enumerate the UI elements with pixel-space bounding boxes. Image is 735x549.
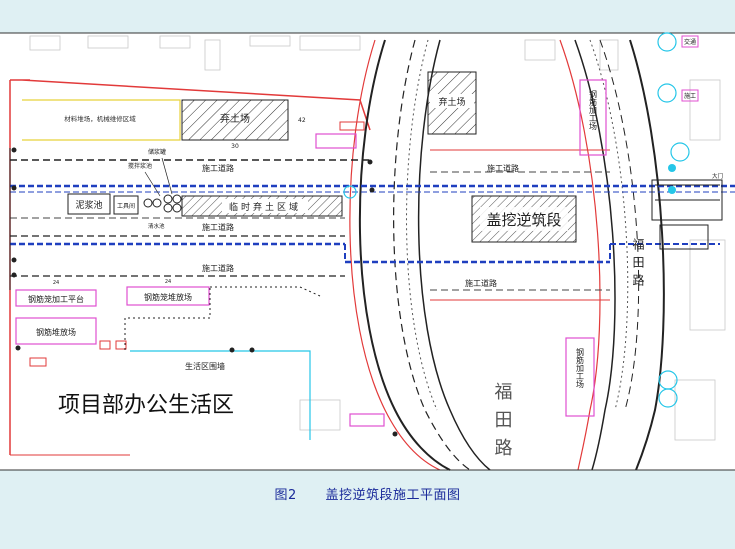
road-label-4: 施工道路: [487, 163, 519, 173]
road-right-label: 福田路: [631, 237, 645, 292]
dimension-30: 30: [231, 143, 239, 150]
road-label-2: 施工道路: [202, 222, 234, 232]
plan-paper: [0, 33, 735, 470]
construction-band: [9, 148, 735, 301]
material-area-outline: [22, 99, 181, 141]
construction-sign-label: 施工: [684, 92, 696, 100]
road-bottom-label: 福田路: [492, 382, 513, 466]
rebar-process-top-label: 钢筋加工场: [589, 89, 598, 131]
dimension-42: 42: [298, 117, 306, 124]
rebar-storage-label: 钢筋堆放场: [36, 327, 76, 337]
rebar-platform-label: 钢筋笼加工平台: [28, 294, 84, 304]
tool-room-label: 工具间: [117, 202, 135, 210]
mud-pool: [67, 193, 111, 215]
tool-room: [113, 195, 139, 215]
pink-areas: [15, 79, 607, 427]
lighting-points: [11, 147, 398, 437]
living-area-fence: [130, 350, 311, 440]
gate-label: 大门: [712, 172, 723, 180]
rebar-cage-yard-label: 钢筋笼堆放场: [144, 292, 192, 302]
temp-spoil-area-label: 临时弃土区域: [229, 201, 301, 213]
cement-silo-label: 储浆罐: [148, 148, 166, 156]
background-buildings: [29, 35, 726, 441]
rebar-process-bottom-label: 钢筋加工场: [576, 347, 585, 389]
water-pool-label: 清水池: [148, 222, 165, 230]
spoil-area-top-label: 弃土场: [220, 112, 250, 125]
traffic-signs: [657, 32, 699, 408]
project-office-label: 项目部办公生活区: [58, 393, 234, 418]
material-area-label: 材料堆场，机械维修区域: [64, 114, 136, 123]
mixing-station-label: 搅拌浆池: [128, 162, 152, 170]
figure-number: 图2: [274, 488, 297, 503]
road-label-5: 施工道路: [465, 278, 497, 288]
mud-pool-label: 泥浆池: [75, 199, 102, 211]
figure-title: 盖挖逆筑段施工平面图: [325, 488, 461, 503]
road-label-3: 施工道路: [202, 263, 234, 273]
dimension-24b: 24: [165, 279, 171, 285]
traffic-sign-label: 交通: [684, 38, 696, 46]
spoil-area-right-label: 弃土场: [438, 96, 465, 108]
living-fence-label: 生活区围墙: [185, 361, 225, 371]
right-gate-block: [651, 179, 723, 250]
road-label-1: 施工道路: [202, 163, 234, 173]
small-red-boxes: [29, 121, 365, 367]
spoil-area-top: [181, 99, 289, 141]
dimension-24a: 24: [53, 280, 59, 286]
figure-caption: 图2 盖挖逆筑段施工平面图: [0, 484, 735, 503]
right-curved-road: [559, 39, 665, 471]
main-curved-road: [349, 39, 491, 471]
cover-excavation-label: 盖挖逆筑段: [486, 211, 561, 229]
mixing-equipment: [143, 194, 182, 213]
